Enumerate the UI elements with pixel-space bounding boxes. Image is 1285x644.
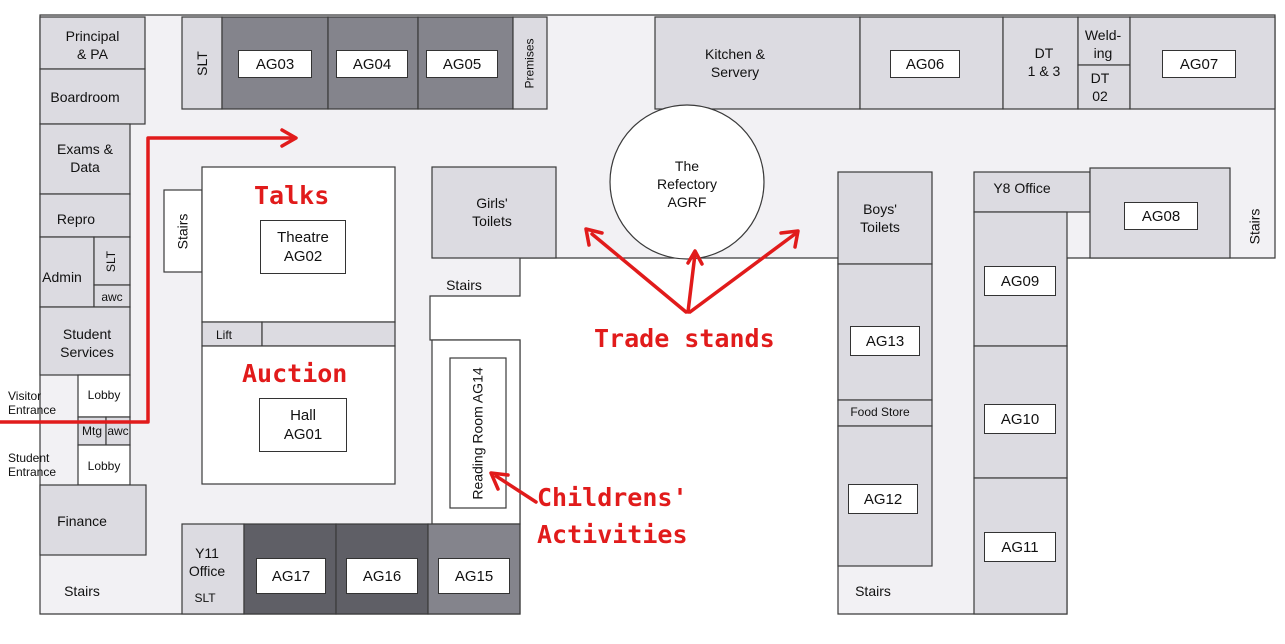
label-ag13[interactable]: AG13 — [850, 326, 920, 356]
label-mtg[interactable]: Mtg — [81, 424, 102, 438]
label-lobby-lower[interactable]: Lobby — [87, 459, 121, 473]
room-dt02 — [1077, 64, 1131, 110]
room-boardroom — [39, 68, 146, 125]
trade-arrow-left — [590, 232, 688, 314]
label-refectory[interactable]: The Refectory AGRF — [657, 158, 717, 210]
label-y8-office[interactable]: Y8 Office — [993, 180, 1051, 196]
label-boardroom[interactable]: Boardroom — [50, 89, 120, 105]
room-lift — [201, 321, 263, 347]
room-student-services — [39, 306, 131, 376]
label-food-store[interactable]: Food Store — [850, 405, 910, 419]
room-lobby-lower — [77, 444, 131, 486]
label-ag04[interactable]: AG04 — [336, 50, 408, 78]
label-student-entrance: Student Entrance — [8, 451, 57, 479]
label-lobby-upper[interactable]: Lobby — [87, 388, 121, 402]
label-lift[interactable]: Lift — [215, 328, 232, 342]
label-hall[interactable]: Hall AG01 — [259, 398, 347, 452]
room-premises — [512, 16, 548, 110]
label-ag17[interactable]: AG17 — [256, 558, 326, 594]
label-ag06[interactable]: AG06 — [890, 50, 960, 78]
label-reading-room[interactable]: Reading Room AG14 — [469, 366, 486, 500]
label-exams[interactable]: Exams & Data — [56, 141, 113, 175]
label-repro[interactable]: Repro — [56, 211, 96, 227]
label-stairs-left[interactable]: Stairs — [174, 213, 191, 249]
label-dt13[interactable]: DT 1 & 3 — [1027, 45, 1061, 79]
label-admin[interactable]: Admin — [42, 269, 82, 285]
annotation-childrens-activities: Childrens' Activities — [537, 483, 688, 549]
annotation-auction: Auction — [242, 359, 348, 388]
label-stairs-se[interactable]: Stairs — [855, 583, 891, 599]
label-kitchen[interactable]: Kitchen & Servery — [705, 46, 765, 80]
label-stairs-mid[interactable]: Stairs — [446, 277, 482, 293]
label-ag11[interactable]: AG11 — [984, 532, 1056, 562]
childrens-arrow — [494, 474, 538, 504]
label-slt-top[interactable]: SLT — [193, 50, 210, 76]
room-slt-small — [93, 236, 131, 286]
room-principal — [39, 16, 146, 70]
room-slt-top — [181, 16, 223, 110]
room-kitchen — [654, 16, 861, 110]
label-ag16[interactable]: AG16 — [346, 558, 418, 594]
label-ag12[interactable]: AG12 — [848, 484, 918, 514]
room-girls-toilets — [431, 166, 557, 259]
label-ag07[interactable]: AG07 — [1162, 50, 1236, 78]
childrens-arrow-head — [489, 471, 510, 491]
label-slt-bottom[interactable]: SLT — [194, 591, 216, 605]
label-theatre[interactable]: Theatre AG02 — [260, 220, 346, 274]
label-awc-lower[interactable]: awc — [107, 424, 129, 438]
room-lobby-upper — [77, 374, 131, 418]
label-stairs-sw[interactable]: Stairs — [64, 583, 100, 599]
trade-arrow-center-head — [686, 249, 704, 266]
label-student-services[interactable]: Student Services — [60, 326, 114, 360]
label-y11-office[interactable]: Y11 Office — [188, 545, 226, 579]
label-ag03[interactable]: AG03 — [238, 50, 312, 78]
annotation-trade-stands: Trade stands — [594, 324, 775, 353]
room-y8 — [973, 171, 1091, 213]
label-ag15[interactable]: AG15 — [438, 558, 510, 594]
trade-arrow-center — [686, 252, 697, 314]
label-visitor-entrance: Visitor Entrance — [8, 389, 57, 417]
label-ag10[interactable]: AG10 — [984, 404, 1056, 434]
room-exams — [39, 123, 131, 195]
label-boys-toilets[interactable]: Boys' Toilets — [860, 201, 900, 235]
label-finance[interactable]: Finance — [57, 513, 107, 529]
label-dt02[interactable]: DT 02 — [1090, 70, 1110, 104]
label-ag09[interactable]: AG09 — [984, 266, 1056, 296]
label-girls-toilets[interactable]: Girls' Toilets — [472, 195, 512, 229]
room-refectory — [609, 104, 765, 260]
trade-arrow-right-head — [779, 229, 800, 249]
label-ag05[interactable]: AG05 — [426, 50, 498, 78]
label-awc[interactable]: awc — [101, 290, 123, 304]
label-stairs-east[interactable]: Stairs — [1246, 208, 1263, 244]
room-boys-toilets — [837, 171, 933, 265]
label-principal[interactable]: Principal & PA — [65, 28, 120, 62]
label-welding[interactable]: Weld- ing — [1084, 27, 1122, 61]
label-ag08[interactable]: AG08 — [1124, 202, 1198, 230]
room-repro — [39, 193, 131, 238]
room-lift-corridor — [261, 321, 396, 347]
route-arrowhead — [280, 128, 298, 148]
entrance-route-line — [0, 136, 294, 424]
trade-arrow-right — [688, 232, 797, 314]
trade-arrow-left-head — [584, 227, 604, 247]
room-dt13 — [1002, 16, 1079, 110]
annotation-talks: Talks — [254, 181, 330, 210]
room-finance — [39, 484, 147, 556]
label-slt-small[interactable]: SLT — [104, 250, 119, 272]
label-premises[interactable]: Premises — [522, 37, 537, 89]
